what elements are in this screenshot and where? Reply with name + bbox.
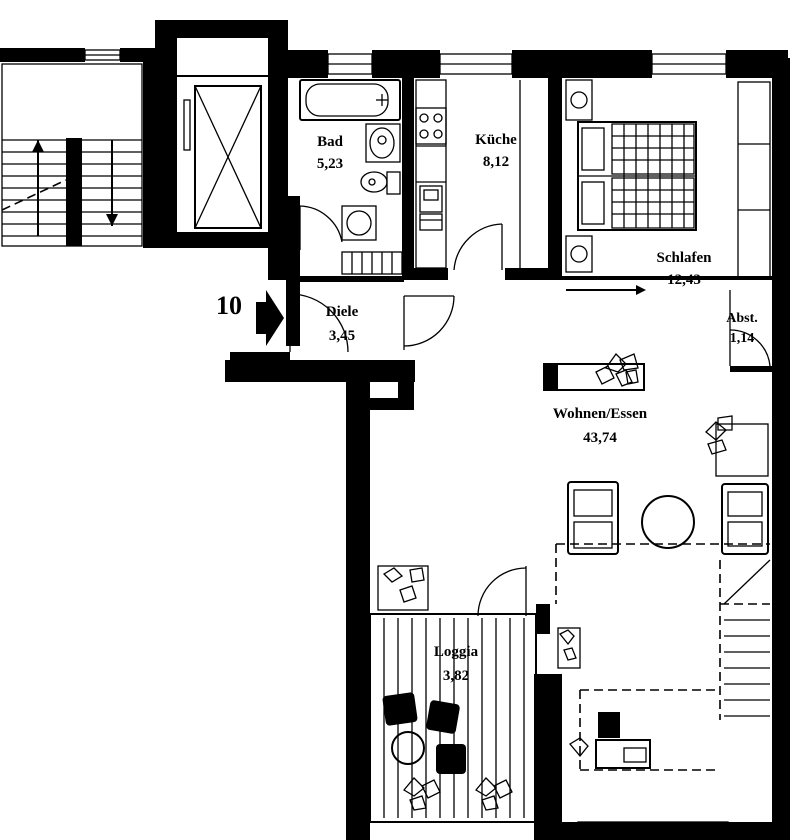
round-table-icon — [391, 731, 425, 765]
bed-icon — [577, 121, 697, 231]
plant-icon — [403, 777, 513, 811]
room-area-schlafen: 12,43 — [667, 272, 701, 288]
sink-icon — [419, 185, 443, 231]
stove-icon — [415, 107, 447, 145]
entrance-arrow-icon — [256, 290, 284, 346]
sideboard-icon — [543, 363, 645, 391]
room-name-kueche: Küche — [475, 132, 517, 148]
staircase-icon — [579, 559, 771, 771]
kitchen-door — [453, 223, 503, 271]
patio-chair-icon — [382, 692, 466, 774]
loggia-door — [477, 566, 527, 617]
armchair-icon — [721, 483, 769, 555]
storage-door — [729, 290, 771, 367]
room-name-schlafen: Schlafen — [656, 250, 712, 266]
dining-table-outline — [555, 543, 770, 605]
media-unit-icon — [569, 712, 651, 769]
washing-machine-icon — [341, 205, 403, 275]
windows — [84, 49, 729, 835]
staircase-icon — [1, 63, 143, 247]
walls — [0, 20, 790, 840]
round-table-icon — [641, 495, 695, 549]
room-area-loggia: 3,82 — [443, 668, 469, 684]
toilet-icon — [360, 171, 401, 195]
unit-number: 10 — [216, 291, 242, 320]
wardrobe-icon — [737, 81, 771, 279]
room-area-abst: 1,14 — [730, 331, 755, 346]
nightstand-icon — [565, 79, 593, 273]
room-name-abst: Abst. — [726, 311, 758, 326]
room-name-wohnen: Wohnen/Essen — [553, 406, 648, 422]
washbasin-icon — [365, 123, 401, 163]
plant-icon — [595, 352, 639, 387]
bathroom-door — [299, 205, 343, 250]
plant-icon — [557, 627, 581, 669]
room-name-loggia: Loggia — [434, 644, 479, 660]
room-name-bad: Bad — [317, 134, 344, 150]
bathtub-icon — [299, 79, 401, 121]
plant-icon — [377, 565, 429, 611]
room-area-bad: 5,23 — [317, 156, 343, 172]
room-name-diele: Diele — [326, 304, 359, 320]
room-area-kueche: 8,12 — [483, 154, 509, 170]
armchair-icon — [567, 481, 619, 555]
bedroom-door-arrow — [566, 285, 646, 295]
elevator-icon — [177, 75, 268, 229]
entry-door — [289, 293, 455, 353]
kitchen-counter — [415, 79, 447, 269]
room-area-diele: 3,45 — [329, 328, 355, 344]
room-area-wohnen: 43,74 — [583, 430, 617, 446]
plant-icon — [705, 415, 769, 477]
